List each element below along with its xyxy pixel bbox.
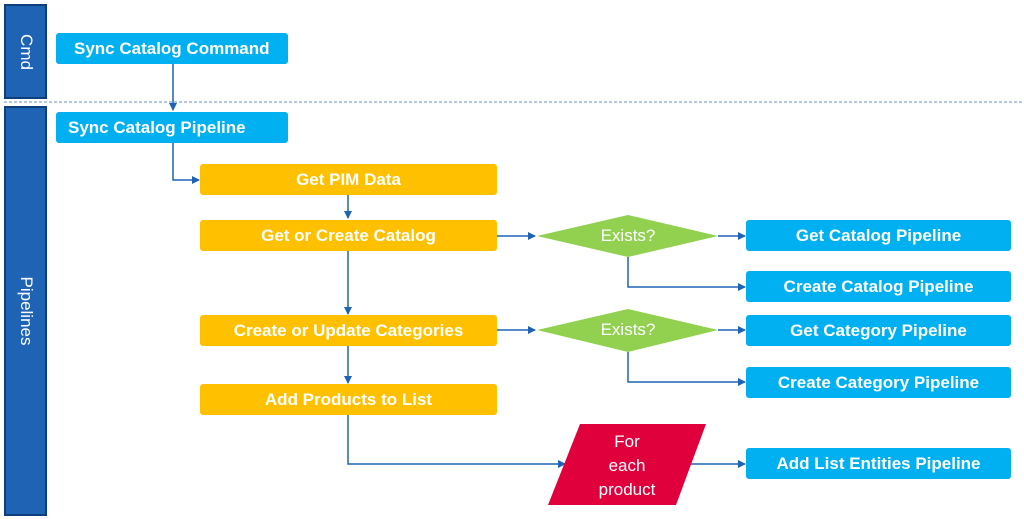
decision-catalog-exists-diamond (537, 215, 718, 257)
add-products-to-list-box: Add Products to List (200, 384, 497, 415)
loop-label-line-3: product (598, 480, 656, 499)
get-catalog-pipeline-box: Get Catalog Pipeline (746, 220, 1011, 251)
loop-label-line-1: For (614, 432, 640, 451)
loop-for-each-product-shape (548, 424, 706, 505)
arrow-exists-to-create-catalog (627, 257, 746, 291)
sync-catalog-pipeline-box: Sync Catalog Pipeline (56, 112, 288, 143)
get-pim-data-box: Get PIM Data (200, 164, 497, 195)
arrow-exists-to-create-category (627, 352, 746, 386)
arrow-pipeline-to-pim (172, 143, 200, 184)
decision-catalog-exists-label: Exists? (600, 226, 656, 245)
loop-label-line-2: each (608, 456, 646, 475)
decision-category-exists-label: Exists? (600, 320, 656, 339)
get-category-pipeline-box: Get Category Pipeline (746, 315, 1011, 346)
create-or-update-categories-box: Create or Update Categories (200, 315, 497, 346)
sync-catalog-command-box: Sync Catalog Command (56, 33, 288, 64)
lane-cmd: Cmd (4, 4, 47, 99)
loop-for-each-product-label: For each product (577, 430, 677, 502)
create-catalog-pipeline-box: Create Catalog Pipeline (746, 271, 1011, 302)
get-or-create-catalog-box: Get or Create Catalog (200, 220, 497, 251)
create-category-pipeline-box: Create Category Pipeline (746, 367, 1011, 398)
decision-category-exists-diamond (537, 309, 718, 352)
arrow-products-to-loop (347, 415, 566, 468)
add-list-entities-pipeline-box: Add List Entities Pipeline (746, 448, 1011, 479)
lane-pipelines: Pipelines (4, 106, 47, 516)
